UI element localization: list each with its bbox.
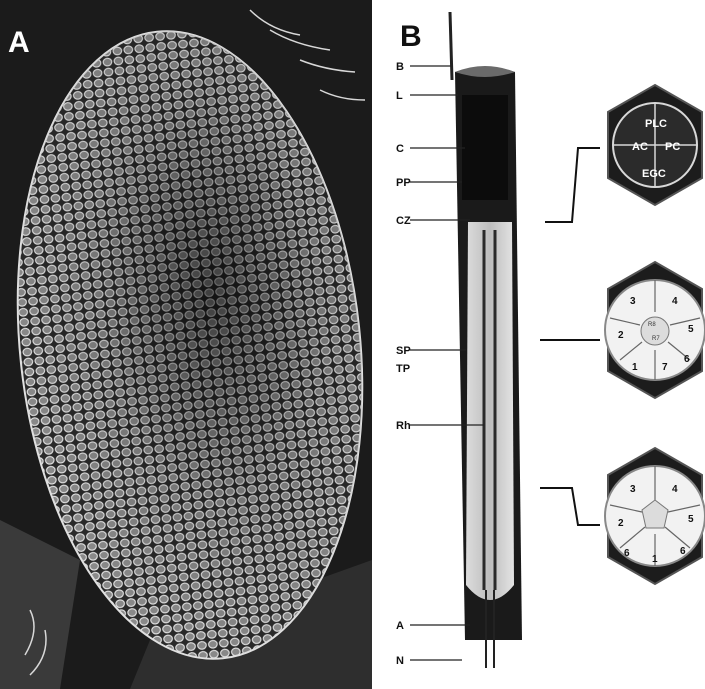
label-b: B (396, 61, 404, 73)
cross-section-1: PLC AC PC EGC (608, 85, 702, 205)
cell-4: 4 (672, 296, 678, 307)
panel-a-letter: A (8, 26, 30, 59)
label-pp: PP (396, 177, 411, 189)
cell-4-lower: 4 (672, 484, 678, 495)
panel-a: A (0, 0, 392, 689)
cell-r8: R8 (648, 322, 656, 328)
cell-1-lower: 1 (652, 554, 658, 565)
cell-6-lower-left: 6 (624, 548, 630, 559)
retinula-region (466, 222, 514, 600)
label-pc: PC (665, 141, 680, 153)
label-sp: SP (396, 345, 411, 357)
panel-b: B B L C PP CZ SP (396, 12, 705, 668)
panel-b-letter: B (400, 20, 422, 53)
label-n: N (396, 655, 404, 667)
cell-2-lower: 2 (618, 518, 624, 529)
section-connectors (540, 148, 600, 525)
cell-7: 7 (662, 362, 668, 373)
label-plc: PLC (645, 118, 667, 130)
label-l: L (396, 90, 403, 102)
cell-3: 3 (630, 296, 636, 307)
cell-3-lower: 3 (630, 484, 636, 495)
label-ac: AC (632, 141, 648, 153)
crystalline-cone (462, 95, 508, 200)
label-cz: CZ (396, 215, 411, 227)
cell-6-lower-right: 6 (680, 546, 686, 557)
cross-section-2: 3 4 2 5 1 7 6 R8 R7 (605, 262, 705, 398)
label-tp: TP (396, 363, 410, 375)
label-egc: EGC (642, 168, 666, 180)
cell-2: 2 (618, 330, 624, 341)
label-a: A (396, 620, 404, 632)
cell-1: 1 (632, 362, 638, 373)
cell-r7: R7 (652, 336, 660, 342)
cell-5-lower: 5 (688, 514, 694, 525)
cell-5: 5 (688, 324, 694, 335)
cross-section-3: 3 4 2 5 6 1 6 (605, 448, 705, 584)
bristle (450, 12, 452, 80)
label-c: C (396, 143, 404, 155)
cell-6: 6 (684, 354, 690, 365)
label-rh: Rh (396, 420, 411, 432)
